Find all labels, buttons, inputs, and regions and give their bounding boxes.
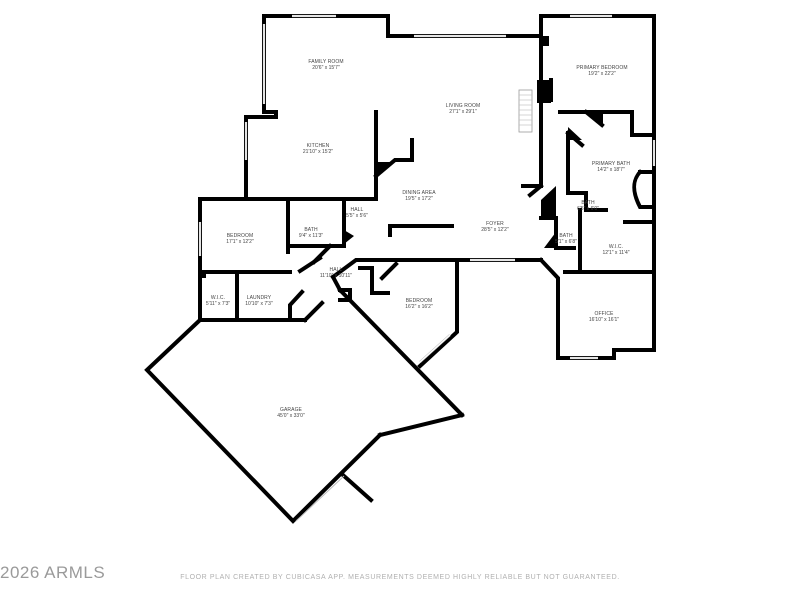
room-name-bedroom-center: BEDROOM	[406, 298, 433, 304]
room-name-primary-bedroom: PRIMARY BEDROOM	[576, 65, 627, 71]
windows	[198, 14, 656, 522]
room-dims-garage: 45'0" x 33'0"	[277, 413, 305, 419]
room-dims-bath-left: 9'4" x 11'3"	[299, 233, 323, 239]
room-name-living-room: LIVING ROOM	[446, 103, 480, 109]
room-dims-bath-right: 5'1" x 6'8"	[555, 239, 577, 245]
fireplace-icon	[518, 89, 533, 133]
room-dims-hall-small: 5'5" x 5'6"	[346, 213, 368, 219]
room-name-hall-small: HALL	[351, 207, 364, 213]
room-name-bath-left: BATH	[304, 227, 318, 233]
room-dims-wic-left: 5'11" x 7'3"	[206, 301, 230, 307]
room-dims-wic-right: 12'1" x 11'4"	[602, 250, 629, 256]
room-name-office: OFFICE	[595, 311, 614, 317]
room-name-wic-left: W.I.C.	[211, 295, 225, 301]
room-name-bath-upper: BATH	[581, 200, 595, 206]
room-name-foyer: FOYER	[486, 221, 504, 227]
room-dims-bedroom-left: 17'1" x 12'2"	[226, 239, 254, 245]
room-dims-dining-area: 19'5" x 17'2"	[405, 196, 433, 202]
room-dims-bedroom-center: 16'2" x 16'2"	[405, 304, 433, 310]
room-dims-primary-bath: 14'2" x 18'7"	[597, 167, 625, 173]
room-name-bath-right: BATH	[559, 233, 573, 239]
room-name-bedroom-left: BEDROOM	[227, 233, 254, 239]
room-name-dining-area: DINING AREA	[402, 190, 436, 196]
copyright-watermark: 2026 ARMLS	[0, 563, 106, 582]
room-name-primary-bath: PRIMARY BATH	[592, 161, 630, 167]
structural-fills	[344, 36, 603, 248]
room-labels: FAMILY ROOM 20'6" x 15'7" LIVING ROOM 27…	[206, 59, 630, 419]
room-name-laundry: LAUNDRY	[247, 295, 272, 301]
room-name-garage: GARAGE	[280, 407, 303, 413]
footer-disclaimer: FLOOR PLAN CREATED BY CUBICASA APP. MEAS…	[180, 574, 620, 581]
room-dims-office: 16'10" x 16'1"	[589, 317, 619, 323]
room-name-kitchen: KITCHEN	[307, 143, 330, 149]
room-dims-foyer: 28'5" x 12'2"	[481, 227, 509, 233]
room-name-family-room: FAMILY ROOM	[308, 59, 343, 65]
room-dims-laundry: 10'10" x 7'3"	[245, 301, 273, 307]
walls	[144, 14, 656, 524]
room-name-hall-center: HALL	[330, 267, 343, 273]
room-dims-primary-bedroom: 19'2" x 22'2"	[588, 71, 616, 77]
room-dims-bath-upper: 6'5" x 6'0"	[577, 206, 599, 212]
room-dims-living-room: 27'1" x 29'1"	[449, 109, 477, 115]
room-dims-kitchen: 21'10" x 15'2"	[303, 149, 333, 155]
room-name-wic-right: W.I.C.	[609, 244, 623, 250]
room-dims-family-room: 20'6" x 15'7"	[312, 65, 340, 71]
room-dims-hall-center: 11'10" x 10'11"	[320, 273, 352, 279]
